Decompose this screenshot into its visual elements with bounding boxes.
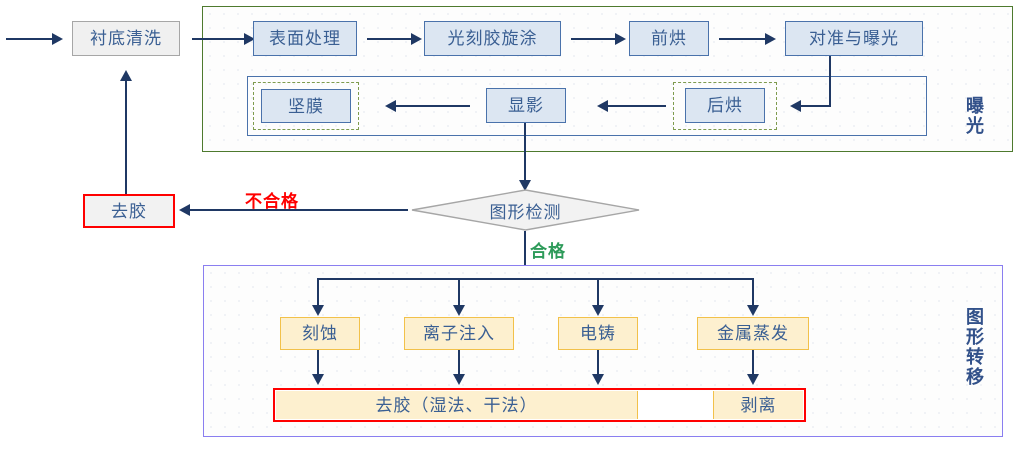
link-develop-to-hardbake bbox=[396, 105, 470, 107]
node-develop[interactable]: 显影 bbox=[486, 88, 566, 123]
link-pass bbox=[524, 231, 526, 279]
link-prebake-to-align bbox=[719, 38, 765, 40]
link-clean-to-surface-arrow bbox=[244, 33, 255, 45]
link-clean-to-surface bbox=[192, 38, 244, 40]
post-bake-dash-frame bbox=[673, 82, 777, 130]
node-post-bake[interactable]: 后烘 bbox=[685, 88, 765, 123]
exposure-return-rail bbox=[247, 76, 927, 136]
edge-label-pass: 合格 bbox=[530, 242, 566, 261]
entry-arrowhead bbox=[52, 33, 63, 45]
node-etch[interactable]: 刻蚀 bbox=[280, 317, 360, 350]
link-strip-to-clean-arrow bbox=[120, 70, 132, 81]
region-pattern-transfer-label: 图 形 转 移 bbox=[966, 307, 984, 388]
link-implant-down-arrow bbox=[453, 374, 465, 385]
node-substrate-clean[interactable]: 衬底清洗 bbox=[72, 21, 180, 56]
node-ion-implant[interactable]: 离子注入 bbox=[404, 317, 514, 350]
fanout-branch-1 bbox=[317, 278, 319, 306]
node-liftoff[interactable]: 剥离 bbox=[713, 391, 803, 419]
entry-line bbox=[6, 38, 52, 40]
link-evaporation-down bbox=[752, 350, 754, 375]
node-photoresist-spin[interactable]: 光刻胶旋涂 bbox=[424, 21, 561, 56]
link-exposure-to-inspect bbox=[524, 123, 526, 181]
node-strip-resist[interactable]: 去胶 bbox=[83, 194, 175, 228]
node-pre-bake[interactable]: 前烘 bbox=[629, 21, 709, 56]
link-evaporation-down-arrow bbox=[747, 374, 759, 385]
node-hard-bake[interactable]: 坚膜 bbox=[261, 89, 351, 123]
fanout-branch-3-arrow bbox=[592, 305, 604, 316]
link-electroform-down bbox=[597, 350, 599, 375]
link-spin-to-prebake bbox=[571, 38, 615, 40]
edge-label-fail: 不合格 bbox=[245, 192, 299, 211]
fanout-branch-3 bbox=[597, 278, 599, 306]
link-postbake-to-develop-arrow bbox=[597, 100, 608, 112]
link-align-left-arrow bbox=[790, 100, 801, 112]
node-align-expose[interactable]: 对准与曝光 bbox=[785, 21, 923, 56]
link-etch-down bbox=[317, 350, 319, 375]
link-surface-to-spin bbox=[367, 38, 411, 40]
link-exposure-to-inspect-arrow bbox=[519, 180, 531, 191]
node-surface-treat[interactable]: 表面处理 bbox=[253, 21, 357, 56]
link-align-left bbox=[801, 105, 831, 107]
fanout-branch-2 bbox=[458, 278, 460, 306]
hard-bake-dash-frame bbox=[253, 82, 359, 130]
link-strip-to-clean bbox=[125, 81, 127, 194]
link-electroform-down-arrow bbox=[592, 374, 604, 385]
link-surface-to-spin-arrow bbox=[411, 33, 422, 45]
fanout-bus bbox=[318, 278, 754, 280]
link-spin-to-prebake-arrow bbox=[615, 33, 626, 45]
fanout-branch-4-arrow bbox=[747, 305, 759, 316]
node-resist-removal[interactable]: 去胶（湿法、干法） bbox=[276, 391, 638, 419]
fanout-branch-2-arrow bbox=[453, 305, 465, 316]
fanout-branch-1-arrow bbox=[312, 305, 324, 316]
link-implant-down bbox=[458, 350, 460, 375]
link-postbake-to-develop bbox=[608, 105, 666, 107]
link-fail-arrow bbox=[179, 204, 190, 216]
link-etch-down-arrow bbox=[312, 374, 324, 385]
link-fail bbox=[190, 209, 408, 211]
region-exposure-label: 曝 光 bbox=[966, 96, 984, 137]
fanout-branch-4 bbox=[752, 278, 754, 306]
link-prebake-to-align-arrow bbox=[765, 33, 776, 45]
node-metal-evaporation[interactable]: 金属蒸发 bbox=[697, 317, 809, 350]
node-electroform[interactable]: 电铸 bbox=[558, 317, 638, 350]
decision-inspect-label: 图形检测 bbox=[489, 202, 562, 222]
link-develop-to-hardbake-arrow bbox=[385, 100, 396, 112]
decision-inspect[interactable]: 图形检测 bbox=[411, 189, 640, 231]
link-align-down bbox=[829, 56, 831, 106]
